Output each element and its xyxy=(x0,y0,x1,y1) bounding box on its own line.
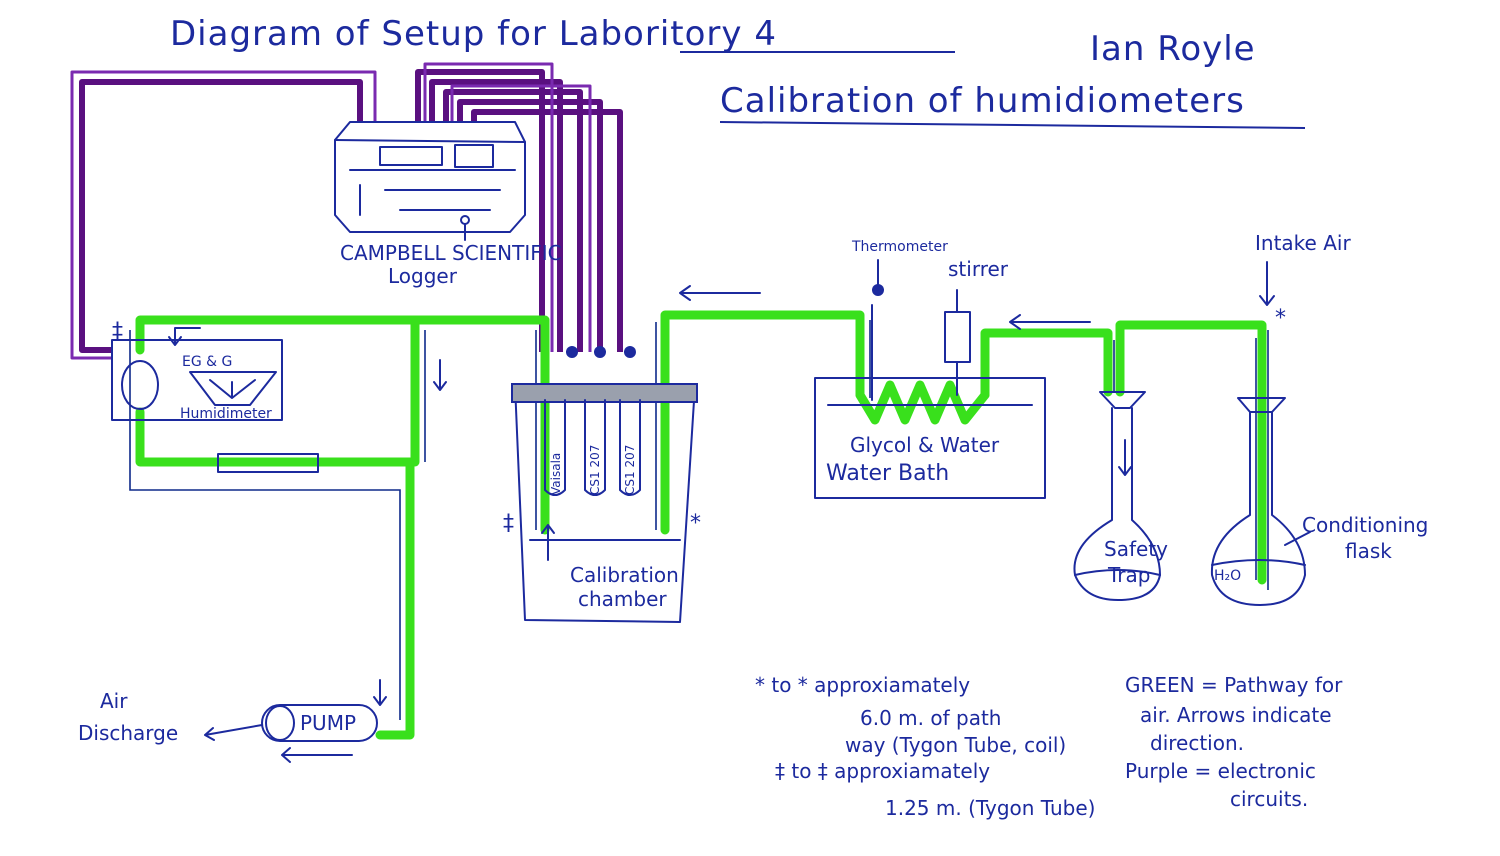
humidimeter xyxy=(111,339,283,421)
wire-sensor-vaisala xyxy=(415,69,545,352)
discharge-label-1: Air xyxy=(100,689,128,713)
air-path-to-pump xyxy=(135,407,415,740)
bath-label-2: Water Bath xyxy=(826,461,949,486)
bath-label-1: Glycol & Water xyxy=(850,433,1000,457)
humidimeter-gauge-icon xyxy=(189,371,277,406)
trap-label-1: Safety xyxy=(1104,537,1168,561)
legend-dagger-line2: 1.25 m. (Tygon Tube) xyxy=(885,796,1095,820)
page-subtitle: Calibration of humidiometers xyxy=(720,81,1245,121)
air-path-flask-to-trap xyxy=(1115,320,1267,585)
tube-outlines xyxy=(129,320,1269,720)
asterisk-marker-intake: * xyxy=(1275,306,1286,331)
discharge-label-2: Discharge xyxy=(78,721,178,745)
sensor-probe-cs1-a xyxy=(584,399,606,496)
page-title: Diagram of Setup for Laboritory 4 xyxy=(170,14,777,54)
stirrer-icon xyxy=(944,311,971,363)
legend-star-line1: * to * approxiamately xyxy=(755,673,970,697)
legend-star-line2: 6.0 m. of path xyxy=(860,706,1001,730)
humidimeter-sensor-icon xyxy=(121,360,159,410)
sensor-label-cs1-a: CS1 207 xyxy=(588,445,602,495)
wire-sensor-vaisala-b xyxy=(429,79,563,352)
legend-green-line1: GREEN = Pathway for xyxy=(1125,673,1343,697)
flow-arrow-left-1 xyxy=(679,285,761,301)
dagger-marker-chamber: ‡ xyxy=(503,511,514,536)
pump xyxy=(261,704,378,763)
legend-dagger-line1: ‡ to ‡ approxiamately xyxy=(775,759,990,783)
safety-trap xyxy=(1073,391,1161,601)
stirrer-label: stirrer xyxy=(948,257,1009,281)
legend-purple-line2: circuits. xyxy=(1230,787,1308,811)
thermometer-label: Thermometer xyxy=(851,239,948,255)
pump-motor-icon xyxy=(265,705,295,741)
air-pathway xyxy=(135,310,1267,740)
logger-brand-label: CAMPBELL SCIENTIFIC xyxy=(340,241,562,265)
flow-arrow-down-pump xyxy=(373,679,387,706)
wire-sensor-cs1-b xyxy=(457,99,603,352)
intake-air-label: Intake Air xyxy=(1255,231,1351,255)
wire-extra-2 xyxy=(450,84,592,352)
calibration-chamber xyxy=(511,346,698,623)
trap-label-2: Trap xyxy=(1107,563,1150,587)
pump-label: PUMP xyxy=(300,711,356,735)
flow-arrow-humidimeter xyxy=(168,327,201,346)
air-path-chamber-out xyxy=(135,315,550,535)
h2o-label: H₂O xyxy=(1214,568,1241,584)
legend-purple-line1: Purple = electronic xyxy=(1125,759,1316,783)
wire-sensor-cs1-a xyxy=(443,89,583,352)
flask-label-2: flask xyxy=(1345,539,1392,563)
sensor-label-vaisala: Vaisala xyxy=(549,453,563,495)
chamber-label-1: Calibration xyxy=(570,563,679,587)
legend: * to * approxiamately 6.0 m. of path way… xyxy=(755,673,1343,820)
wire-humidimeter-2 xyxy=(70,70,377,360)
wire-humidimeter xyxy=(79,79,363,353)
electronic-circuits xyxy=(70,62,623,360)
flow-arrow-up-chamber xyxy=(541,524,555,561)
campbell-logger xyxy=(334,121,526,241)
asterisk-marker-chamber: * xyxy=(690,511,701,536)
flow-arrow-down-trap xyxy=(1118,439,1132,476)
legend-green-line3: direction. xyxy=(1150,731,1244,755)
sensor-probe-cs1-b xyxy=(619,399,641,496)
logger-display xyxy=(379,146,443,166)
author-name: Ian Royle xyxy=(1090,29,1256,69)
legend-star-line3: way (Tygon Tube, coil) xyxy=(845,733,1066,757)
humidimeter-brand-label: EG & G xyxy=(182,354,232,370)
air-path-bath-to-chamber xyxy=(660,310,865,535)
legend-green-line2: air. Arrows indicate xyxy=(1140,703,1332,727)
air-path-coil xyxy=(855,380,990,425)
sensor-probe-vaisala xyxy=(544,399,566,496)
flask-label-1: Conditioning xyxy=(1302,513,1428,537)
wire-sensor-cs1-c xyxy=(471,109,623,352)
sensor-label-cs1-b: CS1 207 xyxy=(623,445,637,495)
intake-arrow-icon xyxy=(1259,261,1275,306)
logger-word-label: Logger xyxy=(388,264,458,288)
logger-keypad xyxy=(454,144,494,168)
logger-pointer-dot xyxy=(460,215,470,225)
conditioning-flask xyxy=(1210,397,1311,606)
wire-extra-1 xyxy=(423,62,554,352)
humidimeter-word-label: Humidimeter xyxy=(180,406,272,422)
air-path-trap-to-bath xyxy=(980,328,1113,400)
flow-arrow-down-1 xyxy=(433,359,447,391)
dagger-marker-humidimeter: ‡ xyxy=(112,319,123,344)
water-bath xyxy=(814,259,1046,499)
discharge-arrow-icon xyxy=(204,724,263,741)
flow-restrictor xyxy=(217,453,319,473)
chamber-label-2: chamber xyxy=(578,587,667,611)
flow-arrow-left-2 xyxy=(1009,314,1091,330)
